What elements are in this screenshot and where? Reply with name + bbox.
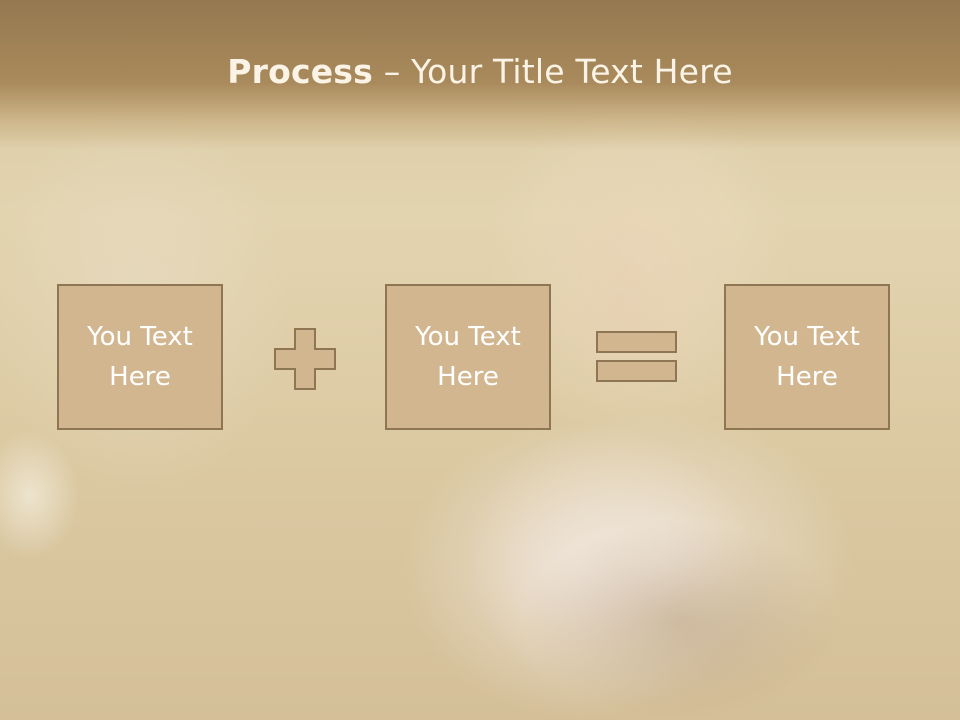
process-box-1: You Text Here (57, 284, 223, 430)
plus-icon (274, 328, 336, 390)
equals-icon (596, 331, 678, 383)
process-box-label: You Text Here (87, 322, 193, 392)
process-box-3: You Text Here (724, 284, 890, 430)
photo-highlight (400, 420, 760, 720)
process-box-label: You Text Here (754, 322, 860, 392)
process-box-label: You Text Here (415, 322, 521, 392)
title-bar (0, 0, 960, 150)
title-bold: Process (227, 52, 373, 91)
process-box-2: You Text Here (385, 284, 551, 430)
title-rest: Your Title Text Here (411, 52, 733, 91)
title-separator: – (373, 52, 412, 91)
photo-highlight (0, 430, 80, 560)
photo-highlight (520, 130, 740, 430)
slide-title: Process – Your Title Text Here (0, 52, 960, 91)
photo-highlight (520, 520, 840, 720)
